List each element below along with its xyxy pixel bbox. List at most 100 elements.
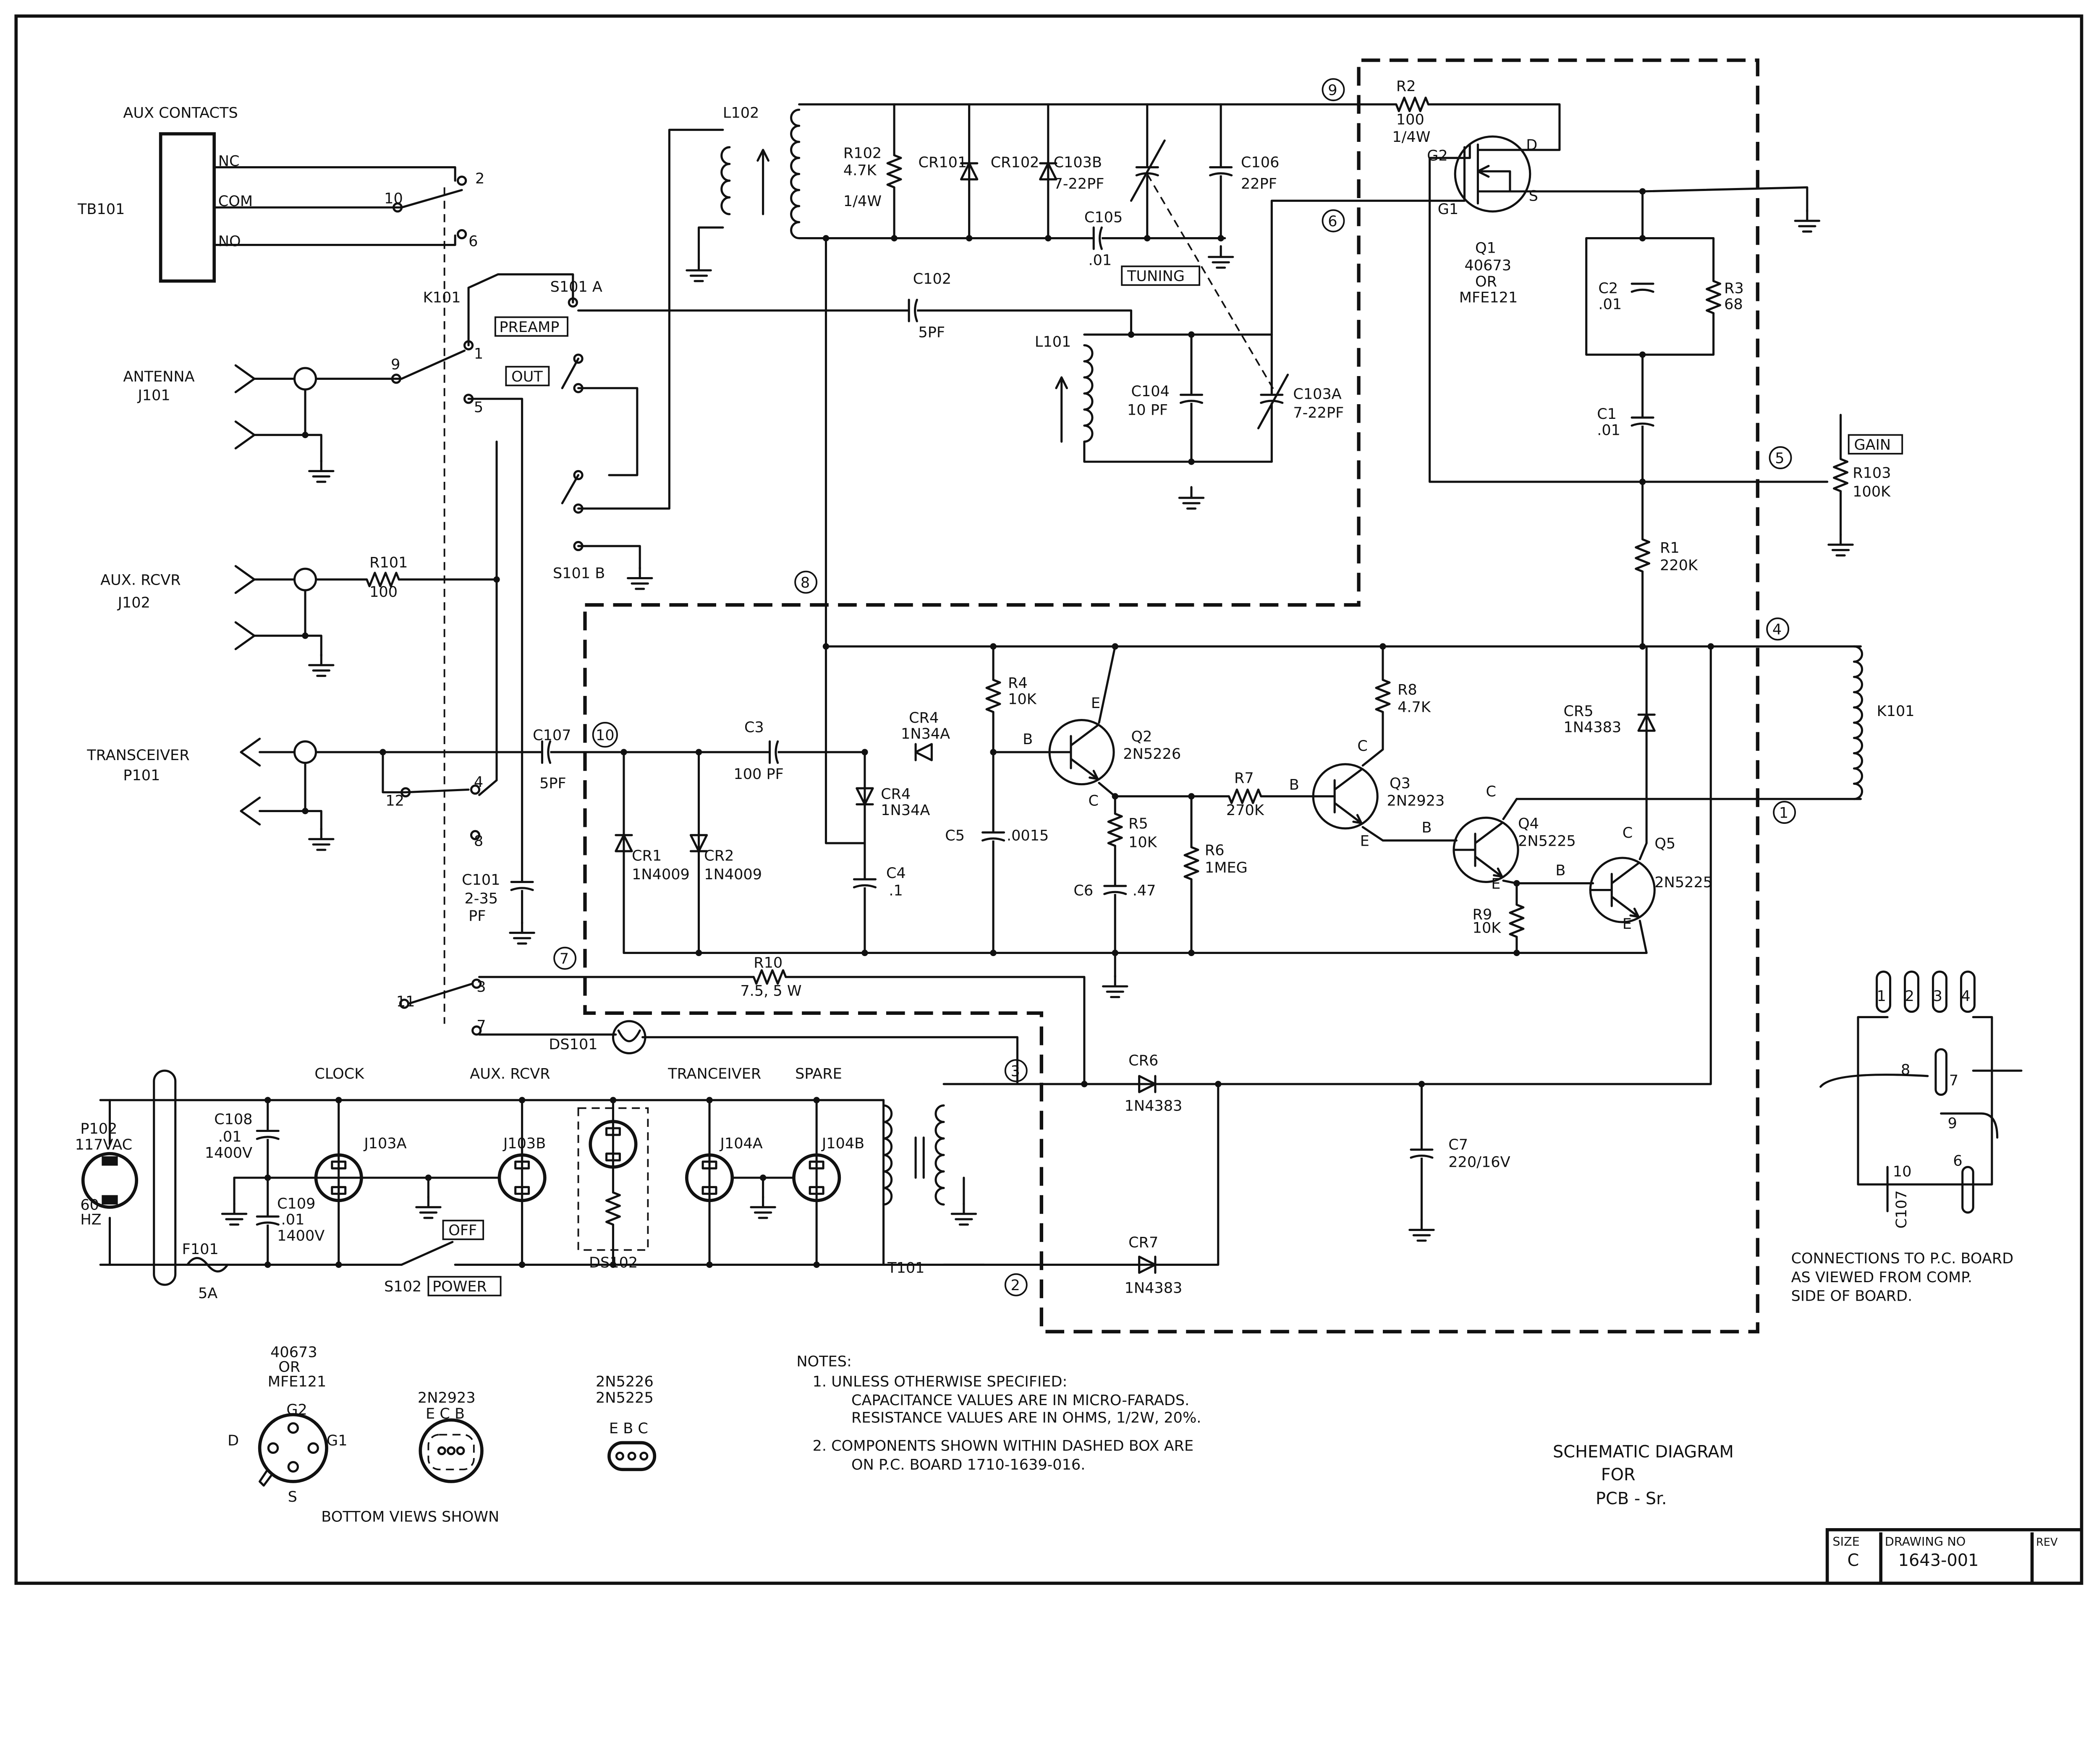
frequency-value: 60 bbox=[80, 1197, 99, 1214]
transistor-leads bbox=[1048, 724, 1099, 780]
pin-label: 10 bbox=[384, 190, 403, 207]
capacitor-icon bbox=[1209, 166, 1233, 177]
r9-label: R9 bbox=[1473, 906, 1492, 923]
resistor-zigzag bbox=[1107, 813, 1123, 847]
resistor-zigzag bbox=[366, 572, 400, 588]
cr7-label: CR7 bbox=[1128, 1234, 1158, 1251]
diode-symbol bbox=[960, 162, 979, 180]
ground-icon bbox=[950, 1202, 977, 1226]
ds101-label: DS101 bbox=[549, 1036, 597, 1053]
cr4b-value: 1N34A bbox=[881, 802, 930, 819]
wire bbox=[577, 309, 1133, 336]
p101-label: P101 bbox=[123, 767, 160, 784]
r103-value: 100K bbox=[1853, 483, 1891, 500]
k101-coil-label: K101 bbox=[1877, 703, 1915, 720]
pin-label: 7 bbox=[476, 1017, 486, 1034]
switch-contact-icon bbox=[463, 394, 474, 404]
capacitor-plates bbox=[541, 740, 552, 764]
node-8: 8 bbox=[794, 570, 818, 594]
r1-value: 220K bbox=[1660, 557, 1698, 574]
switch-contact-icon bbox=[573, 503, 584, 514]
junction-dot bbox=[1707, 643, 1714, 650]
schematic-sheet: AUX CONTACTS TB101 NC COM NO 10 2 6 K101… bbox=[14, 14, 2083, 1585]
r102-value: 4.7K bbox=[843, 162, 877, 179]
diode-icon bbox=[689, 834, 708, 852]
c1-label: C1 bbox=[1597, 405, 1617, 423]
q5-collector: C bbox=[1623, 824, 1633, 841]
p102-label: P102 bbox=[80, 1120, 117, 1137]
q4-collector: C bbox=[1486, 783, 1496, 800]
ac-outlet-icon bbox=[685, 1153, 734, 1202]
q1-alt-part: MFE121 bbox=[1459, 289, 1518, 306]
coax-jack-icon bbox=[293, 367, 317, 391]
q1-label: Q1 bbox=[1475, 240, 1496, 257]
pin-label: 3 bbox=[476, 978, 486, 996]
k101-label: K101 bbox=[423, 289, 461, 306]
f101-rating: 5A bbox=[198, 1285, 217, 1302]
inductor-icon bbox=[1853, 645, 1863, 800]
ground-symbol bbox=[308, 827, 335, 851]
cr2-label: CR2 bbox=[704, 847, 734, 864]
title-block: SCHEMATIC DIAGRAM FOR PCB - Sr. SIZE C D… bbox=[1553, 1443, 2082, 1584]
junction-dot bbox=[861, 949, 868, 956]
ground-icon bbox=[686, 259, 712, 282]
fet-pinout-icon bbox=[258, 1413, 328, 1487]
r8-value: 4.7K bbox=[1398, 698, 1431, 716]
pin-label: 8 bbox=[1901, 1061, 1910, 1079]
r8-label: R8 bbox=[1398, 681, 1417, 698]
rev-label: REV bbox=[2036, 1536, 2058, 1549]
c102-label: C102 bbox=[913, 270, 951, 287]
c101-unit: PF bbox=[468, 907, 486, 925]
plug-prong bbox=[102, 1156, 118, 1166]
diode-icon bbox=[1039, 162, 1057, 180]
r101-value: 100 bbox=[369, 583, 398, 601]
resistor-icon bbox=[1395, 96, 1429, 112]
c5-label: C5 bbox=[945, 827, 965, 844]
junction-dot bbox=[302, 808, 309, 815]
2n5225-label: 2N5225 bbox=[596, 1389, 654, 1406]
junction-dot bbox=[1112, 643, 1118, 650]
switch-contact-icon bbox=[573, 470, 584, 481]
junction-dot bbox=[335, 1097, 342, 1103]
pin-label: D bbox=[228, 1432, 239, 1449]
junction-dot bbox=[1639, 478, 1646, 485]
wire bbox=[1525, 186, 1808, 213]
ground-symbol bbox=[950, 1202, 977, 1226]
inductor-icon bbox=[934, 1104, 945, 1206]
outlet-body bbox=[792, 1153, 841, 1202]
outlet-slot bbox=[701, 1186, 717, 1195]
pin-label: 6 bbox=[468, 233, 478, 250]
ground-icon bbox=[221, 1202, 248, 1226]
pin-label: 5 bbox=[474, 399, 483, 416]
capacitor-icon bbox=[541, 740, 552, 764]
pin-label: G2 bbox=[286, 1401, 307, 1419]
outlet-body bbox=[314, 1153, 363, 1202]
r2-label: R2 bbox=[1396, 78, 1416, 95]
pin-label: 2 bbox=[1905, 988, 1914, 1005]
junction-dot bbox=[264, 1097, 271, 1103]
resistor-icon bbox=[886, 154, 903, 188]
resistor-zigzag bbox=[605, 1191, 621, 1226]
node-label: 2 bbox=[1011, 1277, 1020, 1294]
ground-symbol bbox=[509, 921, 535, 945]
q4-part: 2N5225 bbox=[1518, 832, 1576, 849]
diode-icon bbox=[960, 162, 979, 180]
connector-arrow-icon bbox=[240, 796, 261, 826]
r1-label: R1 bbox=[1660, 539, 1680, 557]
nc-label: NC bbox=[218, 152, 240, 170]
q1-part: 40673 bbox=[1465, 257, 1512, 274]
r4-value: 10K bbox=[1008, 690, 1037, 708]
r103-label: R103 bbox=[1853, 464, 1891, 481]
wire bbox=[561, 474, 580, 504]
note-1a: CAPACITANCE VALUES ARE IN MICRO-FARADS. bbox=[851, 1392, 1189, 1409]
node-4: 4 bbox=[1766, 617, 1790, 641]
switch-contact-icon bbox=[391, 374, 401, 384]
wire bbox=[382, 751, 470, 794]
node-9: 9 bbox=[1322, 78, 1345, 102]
q2-base: B bbox=[1023, 731, 1033, 748]
resistor-zigzag bbox=[985, 679, 1001, 713]
ground-icon bbox=[1102, 975, 1128, 998]
antenna-input: ANTENNA J101 9 1 5 S101 A PREAMP OUT S10… bbox=[123, 278, 605, 582]
drawing-title: SCHEMATIC DIAGRAM bbox=[1553, 1443, 1734, 1462]
node-3: 3 bbox=[1004, 1059, 1028, 1082]
